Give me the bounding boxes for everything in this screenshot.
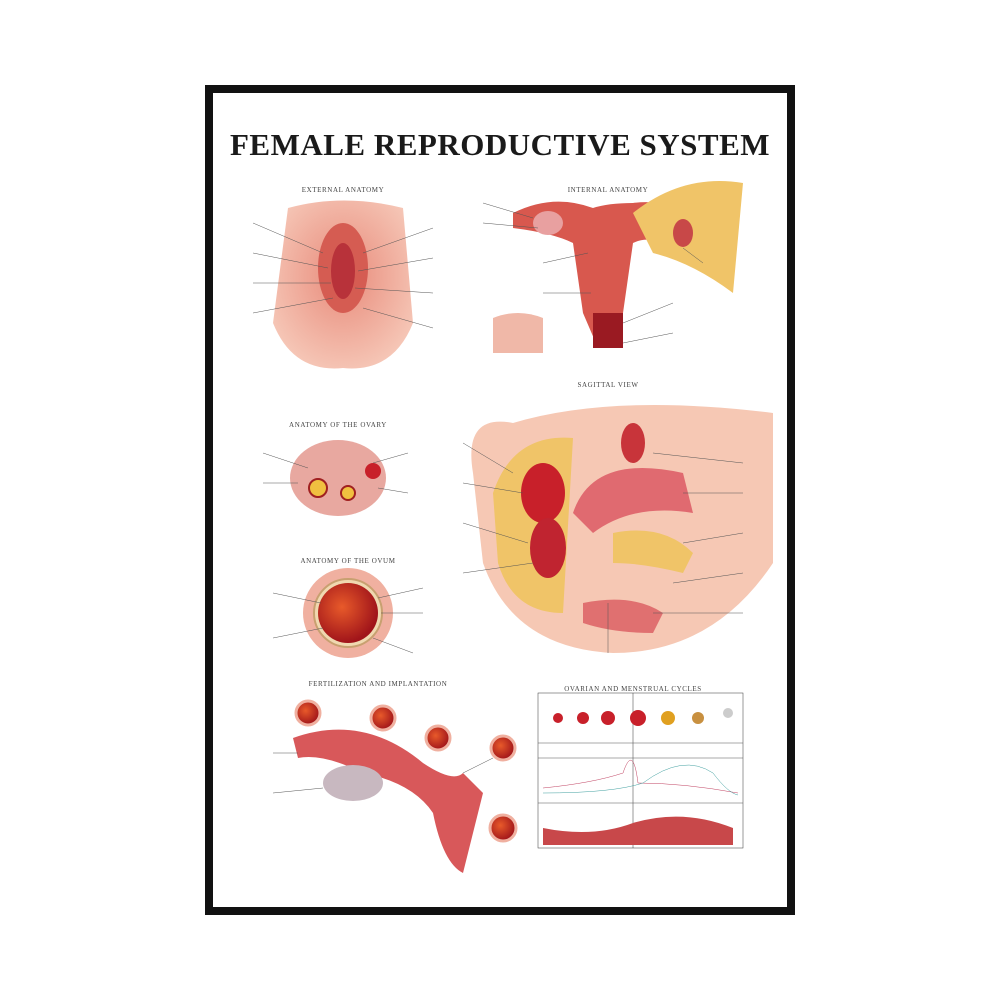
heading-anatomy-of-ovary: Anatomy of the Ovary xyxy=(289,421,387,429)
fertilization-illustration xyxy=(272,699,518,873)
internal-anatomy-illustration xyxy=(482,181,743,353)
ovary-illustration xyxy=(262,440,409,516)
poster-frame: FEMALE REPRODUCTIVE SYSTEM External Anat… xyxy=(205,85,795,915)
sagittal-view-illustration xyxy=(462,405,773,653)
heading-anatomy-of-ovum: Anatomy of the Ovum xyxy=(300,557,396,565)
heading-ovarian-cycles: Ovarian and Menstrual Cycles xyxy=(564,685,702,693)
menstrual-cycle-chart xyxy=(537,692,744,849)
heading-internal-anatomy: Internal Anatomy xyxy=(567,186,649,194)
external-anatomy-illustration xyxy=(252,200,434,369)
heading-external-anatomy: External Anatomy xyxy=(301,186,385,194)
ovum-illustration xyxy=(272,568,424,658)
heading-fertilization: Fertilization and Implantation xyxy=(308,680,448,688)
poster-title: FEMALE REPRODUCTIVE SYSTEM xyxy=(229,127,771,162)
heading-sagittal-view: Sagittal View xyxy=(577,381,639,389)
